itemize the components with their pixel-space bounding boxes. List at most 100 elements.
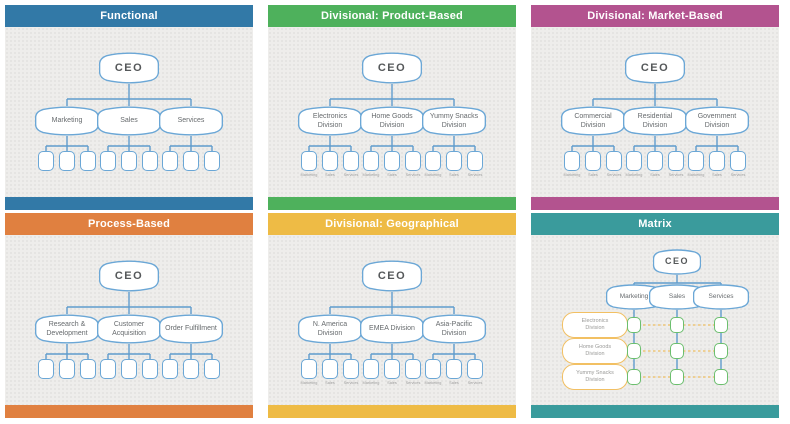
node-shape <box>159 106 223 136</box>
org-chart-canvas: CEO Commercial Division Residential Divi… <box>531 27 779 197</box>
node-label: Sales <box>668 292 686 300</box>
employee-label: Marketing <box>300 173 318 177</box>
employee-node <box>38 151 54 171</box>
panel-functional: Functional CEO Marketing Sales Services <box>5 5 253 210</box>
employee-node <box>100 359 116 379</box>
connector-lines <box>45 292 213 360</box>
employee-label: Sales <box>325 381 335 385</box>
matrix-cell-node <box>670 369 684 385</box>
process-node: Customer Acquisition <box>97 314 161 344</box>
division-node: Home Goods Division <box>360 106 424 136</box>
employee-label: Services <box>606 173 622 177</box>
employee-node <box>446 359 462 379</box>
employee-label: Sales <box>387 173 397 177</box>
matrix-cell-node <box>714 343 728 359</box>
division-node: Commercial Division <box>561 106 625 136</box>
employee-label: Services <box>405 381 421 385</box>
employee-node <box>162 151 178 171</box>
process-node: Research & Development <box>35 314 99 344</box>
panel-process-based: Process-Based CEO Research & Development… <box>5 213 253 418</box>
employee-node <box>405 359 421 379</box>
employee-node <box>425 151 441 171</box>
employee-node <box>121 151 137 171</box>
connector-lines <box>308 84 476 152</box>
node-shape <box>159 314 223 344</box>
node-shape <box>99 260 159 292</box>
panel-footer <box>268 405 516 418</box>
employee-node <box>564 151 580 171</box>
employee-node <box>668 151 684 171</box>
matrix-cell-node <box>670 343 684 359</box>
node-shape <box>422 106 486 136</box>
node-label: Yummy Snacks Division <box>429 112 479 129</box>
ceo-node: CEO <box>625 52 685 84</box>
matrix-cell-node <box>670 317 684 333</box>
node-label: Sales <box>120 117 138 125</box>
division-node: Yummy Snacks Division <box>422 106 486 136</box>
node-shape <box>97 314 161 344</box>
employee-label: Sales <box>712 173 722 177</box>
employee-label: Services <box>730 173 746 177</box>
employee-label: Marketing <box>424 381 442 385</box>
node-shape <box>97 106 161 136</box>
employee-node <box>467 151 483 171</box>
employee-label: Services <box>668 173 684 177</box>
node-label: CEO <box>377 269 407 282</box>
matrix-cell-node <box>714 317 728 333</box>
node-shape <box>362 52 422 84</box>
matrix-chart-canvas: CEO Marketing Sales Services Electronics… <box>531 235 779 405</box>
employee-label: Sales <box>650 173 660 177</box>
employee-node <box>446 151 462 171</box>
panel-footer <box>5 405 253 418</box>
employee-node <box>142 359 158 379</box>
connector-lines <box>571 84 739 152</box>
employee-node <box>425 359 441 379</box>
employee-node <box>162 359 178 379</box>
employee-node <box>709 151 725 171</box>
node-shape <box>298 106 362 136</box>
dept-node: Services <box>159 106 223 136</box>
node-label: CEO <box>664 256 689 267</box>
division-node: Residential Division <box>623 106 687 136</box>
employee-label: Marketing <box>625 173 643 177</box>
employee-node <box>384 151 400 171</box>
node-label: Customer Acquisition <box>112 320 146 337</box>
employee-node <box>467 359 483 379</box>
org-chart-canvas: CEO N. America Division EMEA Division As… <box>268 235 516 405</box>
employee-node <box>688 151 704 171</box>
node-shape <box>360 314 424 344</box>
employee-label: Services <box>467 381 483 385</box>
employee-label: Services <box>405 173 421 177</box>
node-shape <box>561 106 625 136</box>
division-node: Electronics Division <box>298 106 362 136</box>
node-label: CEO <box>640 61 670 74</box>
org-chart-canvas: CEO Electronics Division Home Goods Divi… <box>268 27 516 197</box>
matrix-row-node: Yummy Snacks Division <box>562 364 628 390</box>
employee-node <box>204 359 220 379</box>
matrix-column-node: Services <box>693 284 749 310</box>
employee-node <box>121 359 137 379</box>
node-shape <box>99 52 159 84</box>
node-label: Electronics Division <box>312 112 348 129</box>
employee-node <box>322 359 338 379</box>
ceo-node: CEO <box>99 52 159 84</box>
employee-node <box>80 151 96 171</box>
node-label: Asia-Pacific Division <box>435 320 473 337</box>
employee-node <box>606 151 622 171</box>
node-shape <box>623 106 687 136</box>
node-shape <box>649 284 705 310</box>
panel-footer <box>5 197 253 210</box>
node-shape <box>35 106 99 136</box>
employee-node <box>343 359 359 379</box>
ceo-node: CEO <box>362 52 422 84</box>
employee-node <box>585 151 601 171</box>
employee-node <box>384 359 400 379</box>
matrix-cell-node <box>627 343 641 359</box>
employee-label: Services <box>343 173 359 177</box>
employee-label: Marketing <box>362 381 380 385</box>
matrix-cell-node <box>714 369 728 385</box>
panel-divisional-geographical: Divisional: Geographical CEO N. America … <box>268 213 516 418</box>
node-label: CEO <box>114 269 144 282</box>
matrix-row-node: Home Goods Division <box>562 338 628 364</box>
